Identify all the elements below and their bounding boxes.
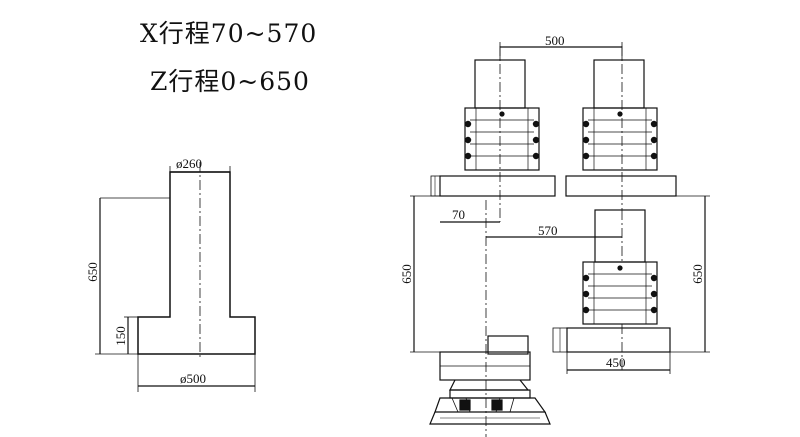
label-z-right: 650	[690, 264, 705, 284]
workpiece-outline	[137, 171, 256, 355]
right-upper-table	[565, 175, 677, 197]
label-base-width: 450	[606, 355, 626, 370]
left-view-labels: ø260 650 150 ø500	[85, 156, 206, 386]
label-height: 650	[85, 262, 100, 282]
lower-table	[566, 327, 671, 353]
label-x-min: 70	[452, 207, 465, 222]
right-spindle-head	[582, 59, 658, 171]
z-travel-title: Z行程0~650	[150, 67, 310, 96]
label-base-diameter: ø500	[180, 371, 206, 386]
lower-spindle-head	[582, 209, 658, 325]
right-machine-view	[410, 42, 710, 437]
right-view-labels: 500 70 570 650 650 450	[399, 33, 705, 370]
label-x-max: 570	[538, 223, 558, 238]
left-upper-table	[439, 175, 556, 197]
label-top-span: 500	[545, 33, 565, 48]
label-top-diameter: ø260	[176, 156, 202, 171]
rotary-table-assembly	[429, 335, 551, 425]
label-z-left: 650	[399, 264, 414, 284]
left-workpiece-view	[95, 162, 256, 392]
left-spindle-head	[464, 59, 540, 171]
x-travel-title: X行程70~570	[140, 19, 318, 48]
label-base-height: 150	[113, 326, 128, 346]
